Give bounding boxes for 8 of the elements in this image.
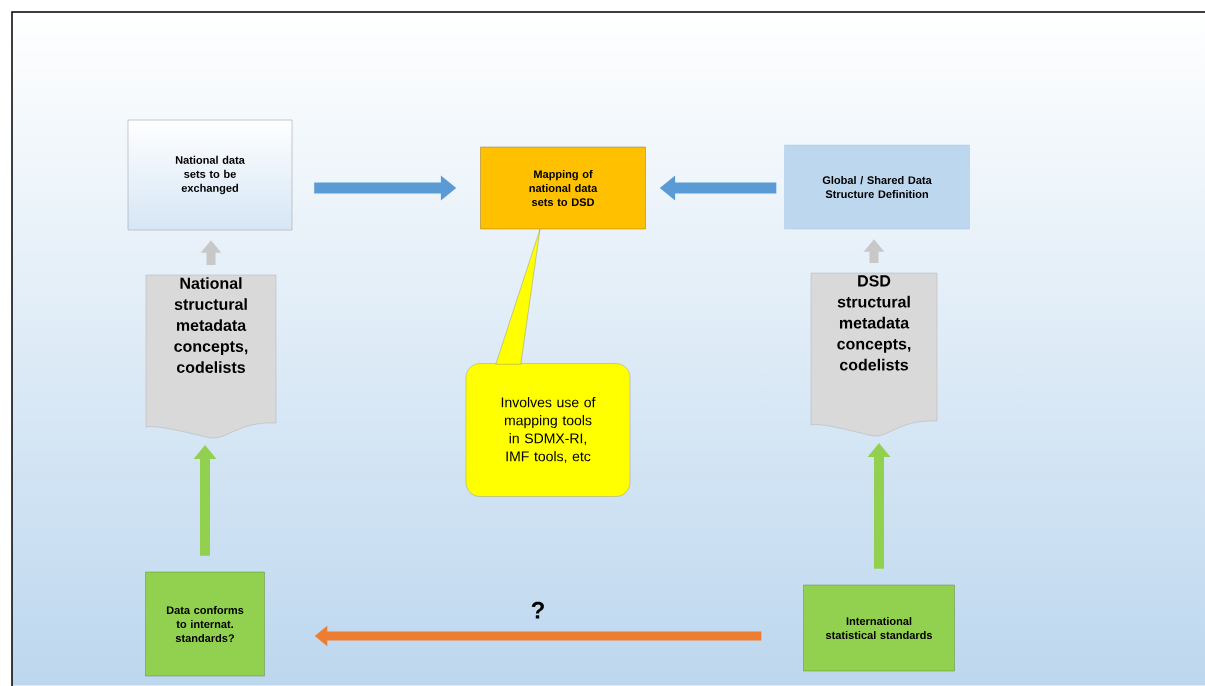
edge-label: ? — [531, 601, 544, 619]
standards-box: Data conforms to internat. standards? — [145, 571, 265, 677]
process-box: National data sets to be exchanged — [127, 119, 293, 231]
standards-box: International statistical standards — [803, 584, 955, 672]
callout-pointer — [495, 229, 541, 365]
callout-box: Involves use of mapping tools in SDMX-RI, IMF tools, etc — [465, 363, 631, 497]
definition-box: Global / Shared Data Structure Definition — [784, 144, 970, 230]
mapping-box: Mapping of national data sets to DSD — [480, 146, 646, 230]
